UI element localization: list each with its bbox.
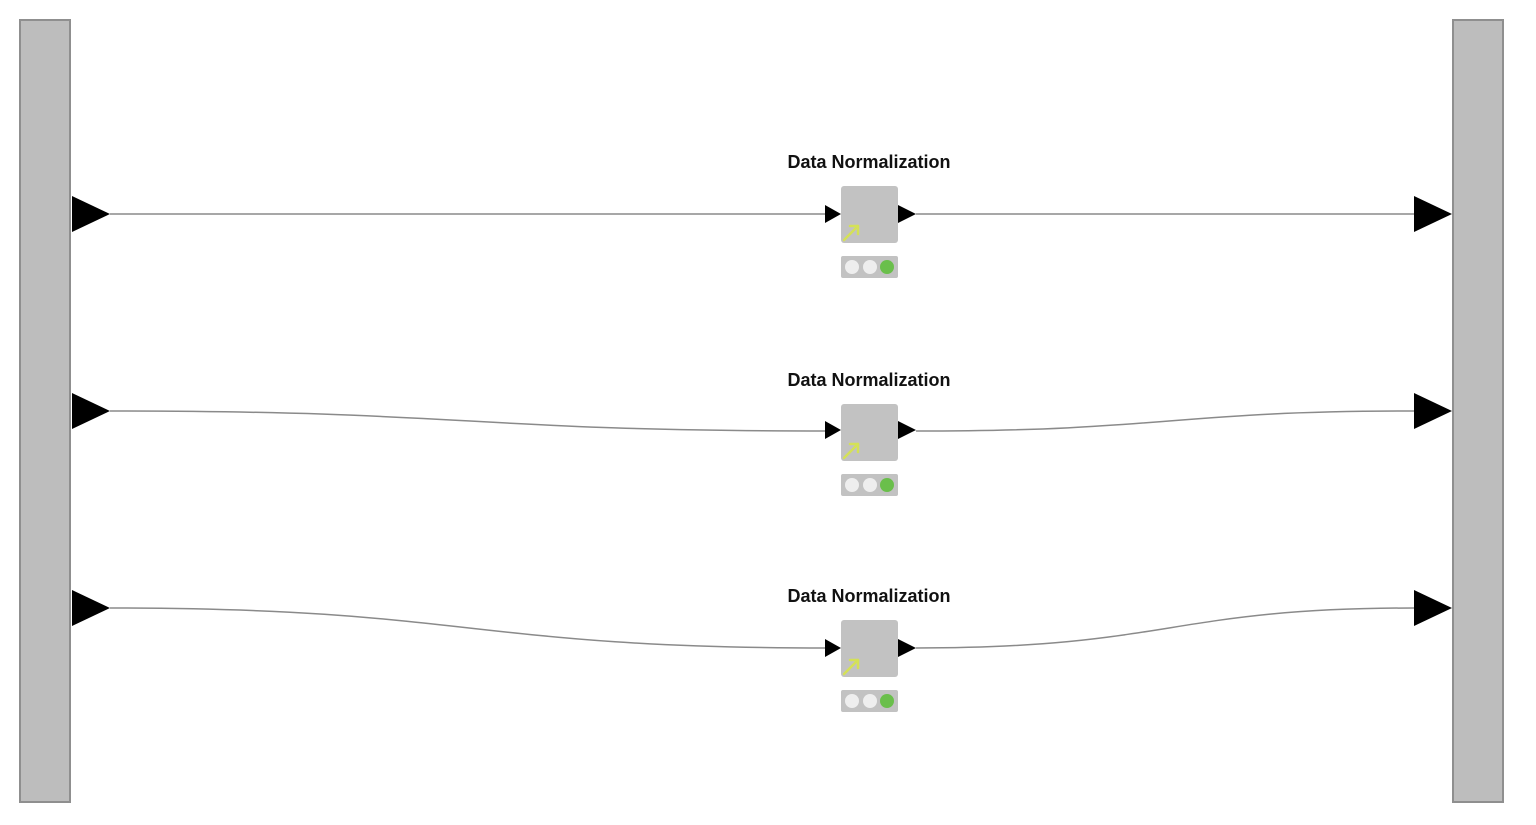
node-input-port[interactable] — [825, 639, 841, 657]
input-bar-port-3[interactable] — [72, 590, 110, 626]
status-light-idle — [845, 478, 859, 492]
node-title[interactable]: Data Normalization — [787, 370, 951, 390]
connection-wire-3-in[interactable] — [109, 607, 827, 649]
connection-wire-2-out[interactable] — [915, 410, 1415, 432]
node-output-port[interactable] — [898, 639, 916, 657]
status-light-idle — [863, 260, 877, 274]
connection-wire-2-in[interactable] — [109, 410, 827, 432]
output-bar-port-2[interactable] — [1414, 393, 1452, 429]
status-light-executed — [880, 694, 894, 708]
node-title[interactable]: Data Normalization — [787, 586, 951, 606]
node-output-port[interactable] — [898, 205, 916, 223]
output-bar-port-1[interactable] — [1414, 196, 1452, 232]
status-light-executed — [880, 260, 894, 274]
node-input-port[interactable] — [825, 205, 841, 223]
node-body[interactable] — [841, 186, 898, 243]
input-bar-port-1[interactable] — [72, 196, 110, 232]
data-normalization-node-2[interactable]: Data Normalization — [755, 370, 995, 500]
status-light-executed — [880, 478, 894, 492]
node-title[interactable]: Data Normalization — [787, 152, 951, 172]
status-light-idle — [845, 694, 859, 708]
workflow-output-bar[interactable] — [1452, 19, 1504, 803]
data-normalization-node-1[interactable]: Data Normalization — [755, 152, 995, 282]
node-status-traffic-light — [841, 474, 898, 496]
node-body[interactable] — [841, 404, 898, 461]
normalize-arrow-icon — [842, 658, 860, 676]
node-status-traffic-light — [841, 256, 898, 278]
normalize-arrow-icon — [842, 442, 860, 460]
node-body[interactable] — [841, 620, 898, 677]
normalize-arrow-icon — [842, 224, 860, 242]
input-bar-port-2[interactable] — [72, 393, 110, 429]
workflow-input-bar[interactable] — [19, 19, 71, 803]
status-light-idle — [863, 694, 877, 708]
status-light-idle — [863, 478, 877, 492]
status-light-idle — [845, 260, 859, 274]
node-status-traffic-light — [841, 690, 898, 712]
node-input-port[interactable] — [825, 421, 841, 439]
output-bar-port-3[interactable] — [1414, 590, 1452, 626]
connection-wire-3-out[interactable] — [915, 607, 1415, 649]
data-normalization-node-3[interactable]: Data Normalization — [755, 586, 995, 716]
node-output-port[interactable] — [898, 421, 916, 439]
